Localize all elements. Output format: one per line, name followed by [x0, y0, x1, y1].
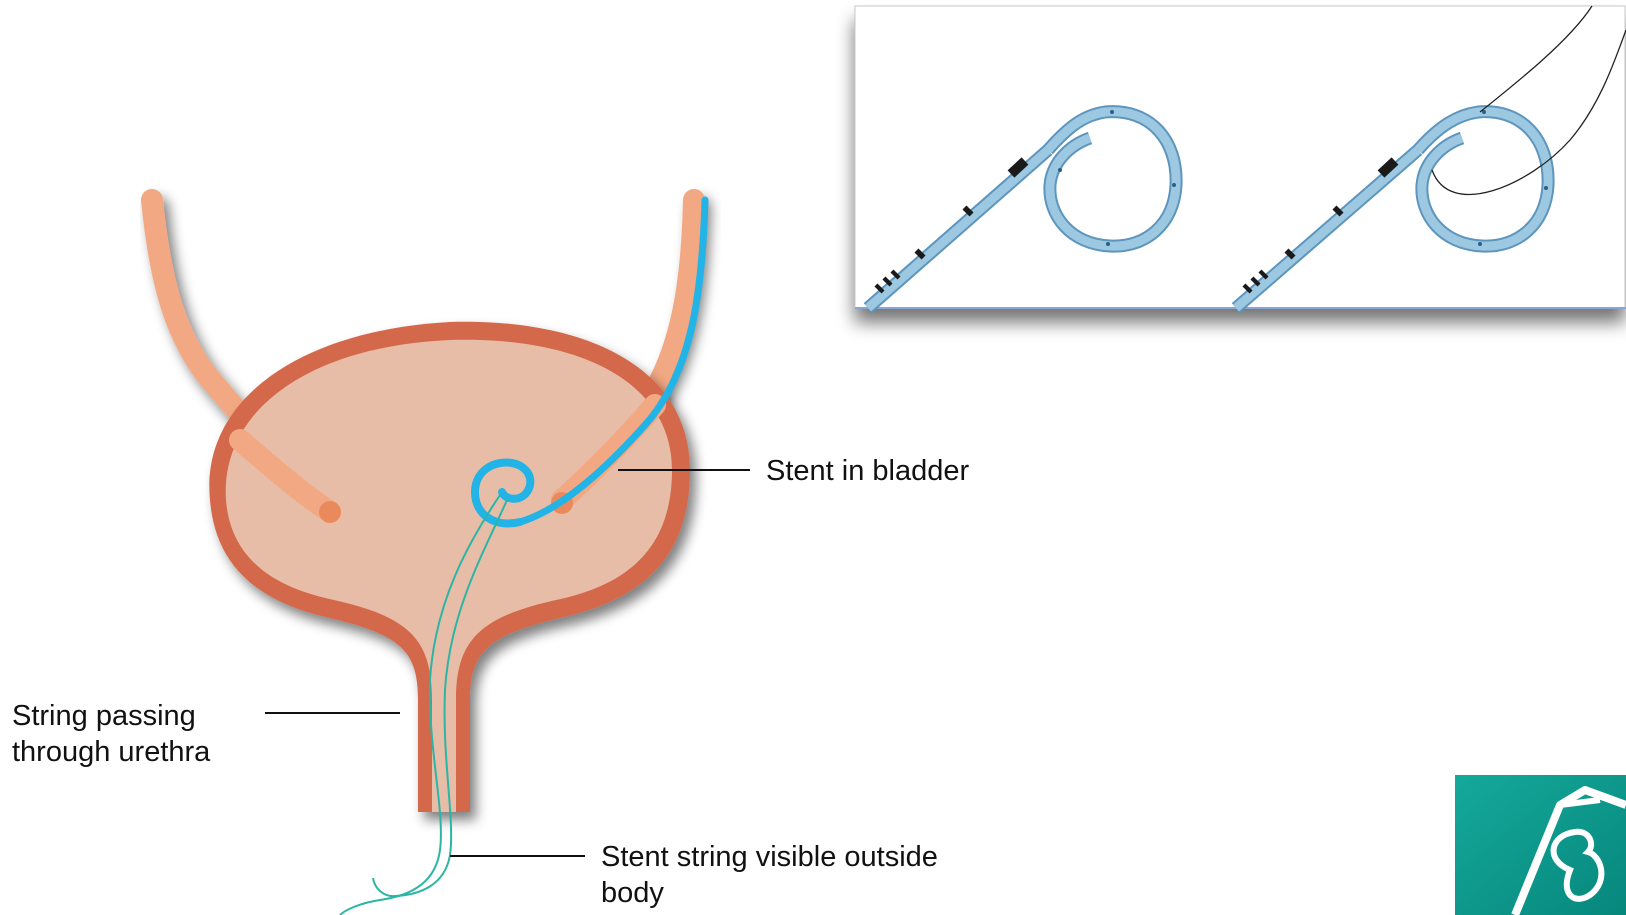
label-string-through-urethra: String passing through urethra: [12, 698, 210, 770]
kidney-logo-icon: [1455, 775, 1626, 915]
label-stent-in-bladder-text: Stent in bladder: [766, 453, 969, 489]
bladder: [209, 322, 690, 812]
panel-frame: [855, 6, 1625, 308]
left-ureter-orifice: [319, 501, 341, 523]
label-string-outside-line1: Stent string visible outside: [601, 839, 938, 875]
label-stent-in-bladder: Stent in bladder: [766, 453, 969, 489]
label-string-urethra-line1: String passing: [12, 698, 210, 734]
label-string-visible-outside: Stent string visible outside body: [601, 839, 938, 911]
label-string-urethra-line2: through urethra: [12, 734, 210, 770]
label-string-outside-line2: body: [601, 875, 938, 911]
stent-comparison-panel: [855, 6, 1626, 308]
